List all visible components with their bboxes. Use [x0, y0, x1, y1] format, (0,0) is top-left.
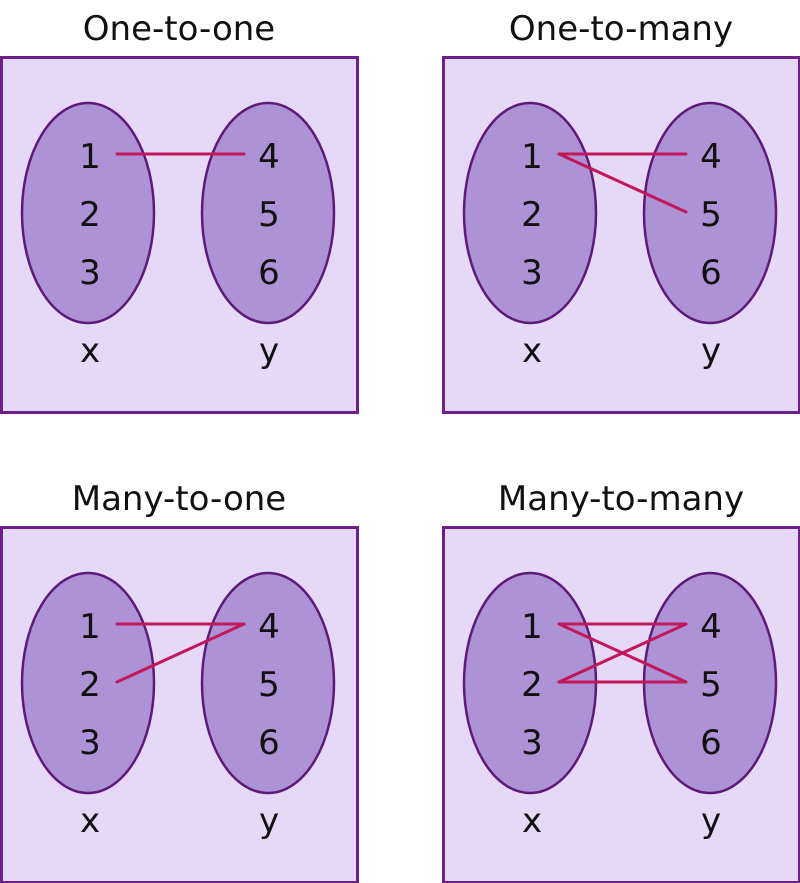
y-element-4: 4 [258, 607, 280, 647]
x-element-1: 1 [521, 137, 543, 177]
panel-title-one-to-one: One-to-one [82, 9, 276, 49]
y-element-4: 4 [258, 137, 280, 177]
y-element-6: 6 [258, 253, 280, 293]
set-y-label: y [259, 801, 279, 841]
x-element-1: 1 [79, 137, 101, 177]
set-y-label: y [701, 801, 721, 841]
set-x-label: x [522, 331, 542, 371]
x-element-2: 2 [79, 195, 101, 235]
y-element-5: 5 [700, 195, 722, 235]
mapping-line-2-4 [557, 622, 688, 684]
x-element-2: 2 [521, 195, 543, 235]
x-element-3: 3 [521, 723, 543, 763]
y-element-5: 5 [258, 195, 280, 235]
mapping-line-1-5 [557, 152, 688, 214]
set-y-ellipse [200, 101, 336, 325]
set-y-ellipse [642, 101, 778, 325]
set-y-label: y [701, 331, 721, 371]
panel-many-to-one: 1 2 3 4 5 6 x y [0, 526, 359, 883]
panel-many-to-many: 1 2 3 4 5 6 x y [442, 526, 800, 883]
y-element-6: 6 [258, 723, 280, 763]
y-element-6: 6 [700, 723, 722, 763]
mapping-line-2-4 [115, 622, 246, 684]
y-element-6: 6 [700, 253, 722, 293]
set-x-ellipse [20, 101, 156, 325]
set-x-ellipse [462, 101, 598, 325]
x-element-3: 3 [79, 723, 101, 763]
set-x-label: x [522, 801, 542, 841]
y-element-4: 4 [700, 137, 722, 177]
x-element-1: 1 [79, 607, 101, 647]
panel-one-to-one: 1 2 3 4 5 6 x y [0, 56, 359, 414]
set-x-ellipse [20, 571, 156, 795]
y-element-5: 5 [258, 665, 280, 705]
y-element-5: 5 [700, 665, 722, 705]
panel-one-to-many: 1 2 3 4 5 6 x y [442, 56, 800, 414]
set-x-label: x [80, 331, 100, 371]
x-element-3: 3 [79, 253, 101, 293]
x-element-2: 2 [521, 665, 543, 705]
set-y-label: y [259, 331, 279, 371]
y-element-4: 4 [700, 607, 722, 647]
x-element-2: 2 [79, 665, 101, 705]
set-x-label: x [80, 801, 100, 841]
panel-title-many-to-one: Many-to-one [71, 479, 287, 519]
x-element-3: 3 [521, 253, 543, 293]
panel-title-many-to-many: Many-to-many [497, 479, 745, 519]
panel-title-one-to-many: One-to-many [508, 9, 734, 49]
x-element-1: 1 [521, 607, 543, 647]
